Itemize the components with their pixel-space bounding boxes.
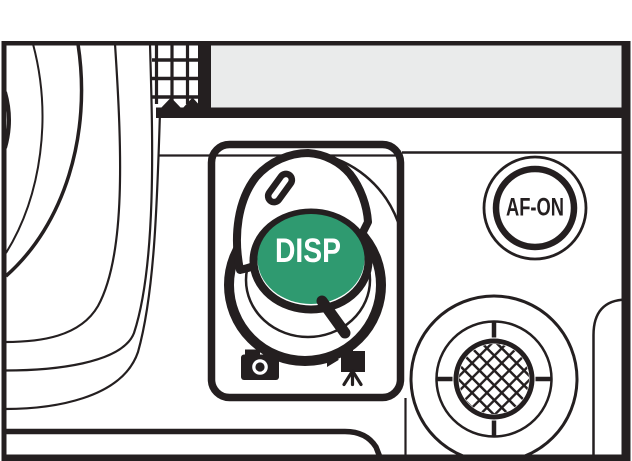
monitor-edge-bar (198, 44, 623, 118)
lever-grip-slot (264, 170, 296, 206)
af-on-button[interactable]: AF-ON (482, 155, 588, 261)
joystick-crosshatch-icon (459, 344, 529, 414)
movie-camera-icon (327, 347, 365, 387)
af-on-label: AF-ON (506, 194, 564, 222)
multi-selector-joystick[interactable] (409, 294, 579, 461)
frame-border (1, 41, 631, 461)
selector-position-pointer (316, 295, 351, 339)
monitor-gray-strip (211, 45, 623, 108)
disp-label: DISP (275, 232, 341, 270)
photo-video-selector-dial[interactable]: DISP (224, 149, 400, 366)
disp-button[interactable]: DISP (257, 214, 365, 304)
eyepiece-grid-icon (152, 44, 623, 118)
joystick-tick-marks (437, 322, 551, 436)
photo-camera-icon (241, 349, 279, 380)
